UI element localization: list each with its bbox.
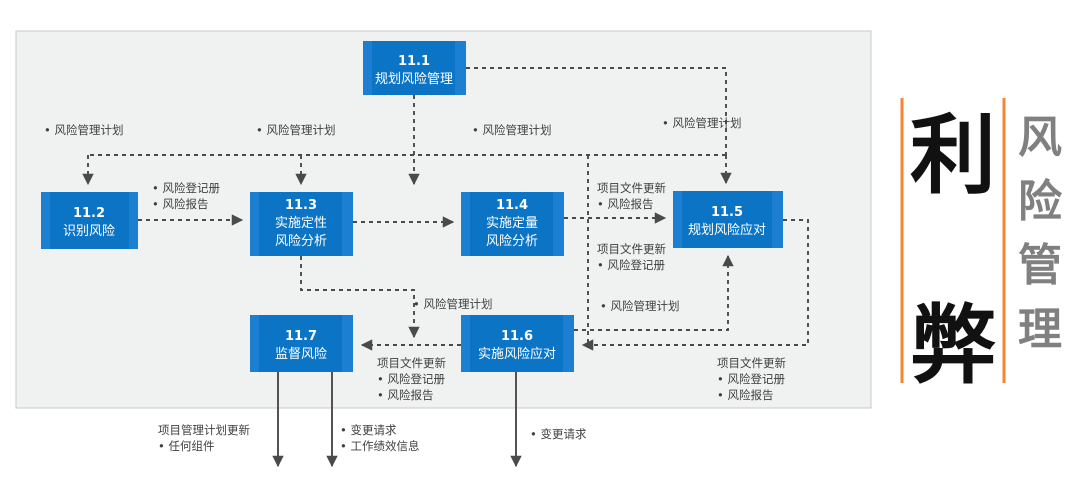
process-box-11-7[interactable]: 11.7 监督风险: [250, 315, 353, 372]
process-box-11-4[interactable]: 11.4 实施定量 风险分析: [461, 192, 564, 256]
annotation-a12-line-1: • 任何组件: [158, 439, 214, 453]
process-box-11-4-label-1: 风险分析: [486, 234, 538, 249]
annotation-a3: • 风险管理计划: [472, 123, 551, 137]
process-box-11-1-number: 11.1: [398, 54, 430, 69]
conn-p1-right-bus: [466, 67, 727, 155]
output-arrow-layer: [272, 372, 522, 468]
process-box-11-3-number: 11.3: [285, 198, 317, 213]
annotation-a13-line-0: • 变更请求: [340, 423, 397, 437]
process-box-11-1-body: [372, 41, 455, 95]
annotation-a3-line-0: • 风险管理计划: [472, 123, 551, 137]
annotation-a10: 项目文件更新 • 风险登记册 • 风险报告: [377, 356, 450, 402]
annotation-a13: • 变更请求 • 工作绩效信息: [340, 423, 419, 453]
annotation-a9-line-0: • 风险管理计划: [600, 299, 679, 313]
annotation-a5: • 风险登记册 • 风险报告: [152, 181, 224, 211]
process-box-11-3-label-0: 实施定性: [275, 216, 327, 231]
process-box-11-6[interactable]: 11.6 实施风险应对: [461, 315, 574, 372]
annotation-a1: • 风险管理计划: [44, 123, 123, 137]
annotation-a7: 项目文件更新 • 风险登记册: [597, 242, 670, 272]
title-main-char-1: 弊: [910, 296, 996, 396]
annotation-a14: • 变更请求: [530, 427, 587, 441]
annotation-a10-line-1: • 风险登记册: [377, 372, 445, 386]
process-box-11-5-number: 11.5: [711, 205, 743, 220]
process-box-11-2-body: [50, 192, 129, 249]
process-box-11-6-body: [470, 315, 563, 372]
annotation-a6: 项目文件更新 • 风险报告: [597, 181, 670, 211]
annotation-a12: 项目管理计划更新 • 任何组件: [158, 423, 254, 453]
annotation-a2-line-0: • 风险管理计划: [256, 123, 335, 137]
annotation-a8-line-0: • 风险管理计划: [413, 297, 492, 311]
annotation-a2: • 风险管理计划: [256, 123, 335, 137]
annotation-a7-line-1: • 风险登记册: [597, 258, 665, 272]
process-box-11-1-label-0: 规划风险管理: [375, 72, 453, 87]
annotation-a11: 项目文件更新 • 风险登记册 • 风险报告: [717, 356, 790, 402]
annotation-a10-line-2: • 风险报告: [377, 388, 433, 402]
annotation-a14-line-0: • 变更请求: [530, 427, 587, 441]
annotation-a10-line-0: 项目文件更新: [377, 356, 446, 370]
annotation-a12-line-0: 项目管理计划更新: [158, 423, 250, 437]
annotation-a11-line-0: 项目文件更新: [717, 356, 786, 370]
annotation-layer: • 风险管理计划 • 风险管理计划 • 风险管理计划 • 风险管理计划 • 风险…: [44, 116, 790, 453]
title-side-char-0: 风: [1018, 112, 1062, 163]
annotation-a1-line-0: • 风险管理计划: [44, 123, 123, 137]
process-box-11-5-body: [682, 191, 772, 248]
title-side-char-2: 管: [1018, 240, 1062, 291]
annotation-a13-line-1: • 工作绩效信息: [340, 439, 419, 453]
title-main-char-0: 利: [910, 106, 996, 206]
process-box-11-6-number: 11.6: [501, 329, 533, 344]
conn-p3-down: [300, 256, 420, 339]
process-box-11-4-label-0: 实施定量: [486, 216, 538, 231]
process-box-layer: 11.1 规划风险管理 11.2 识别风险 11.3 实施定性 风险分析 11.…: [41, 41, 783, 372]
process-box-11-3[interactable]: 11.3 实施定性 风险分析: [250, 192, 353, 256]
process-box-11-2-label-0: 识别风险: [63, 224, 115, 239]
process-box-11-5-label-0: 规划风险应对: [688, 222, 766, 238]
annotation-a5-line-0: • 风险登记册: [152, 181, 220, 195]
conn-p6-up-to-p5: [574, 254, 734, 331]
process-box-11-2[interactable]: 11.2 识别风险: [41, 192, 138, 249]
process-box-11-4-body: [470, 192, 553, 256]
process-box-11-2-number: 11.2: [73, 206, 105, 221]
title-panel: 利 弊 风 险 管 理: [900, 98, 1063, 396]
annotation-a8: • 风险管理计划: [413, 297, 492, 311]
process-box-11-7-body: [259, 315, 342, 372]
annotation-a5-line-1: • 风险报告: [152, 197, 208, 211]
process-box-11-7-number: 11.7: [285, 329, 317, 344]
annotation-a11-line-2: • 风险报告: [717, 388, 773, 402]
connector-layer: [82, 67, 809, 351]
annotation-a6-line-1: • 风险报告: [597, 197, 653, 211]
annotation-a11-line-1: • 风险登记册: [717, 372, 785, 386]
process-box-11-3-label-1: 风险分析: [275, 234, 327, 249]
annotation-a4: • 风险管理计划: [662, 116, 741, 130]
process-box-11-5[interactable]: 11.5 规划风险应对: [673, 191, 783, 248]
process-box-11-1[interactable]: 11.1 规划风险管理: [363, 41, 466, 95]
process-box-11-3-body: [259, 192, 342, 256]
annotation-a9: • 风险管理计划: [600, 299, 679, 313]
title-side-char-1: 险: [1018, 176, 1063, 227]
annotation-a7-line-0: 项目文件更新: [597, 242, 666, 256]
annotation-a4-line-0: • 风险管理计划: [662, 116, 741, 130]
title-side-char-3: 理: [1018, 304, 1062, 355]
process-box-11-6-label-0: 实施风险应对: [478, 346, 556, 362]
process-box-11-7-label-0: 监督风险: [275, 347, 327, 362]
annotation-a6-line-0: 项目文件更新: [597, 181, 666, 195]
process-box-11-4-number: 11.4: [496, 198, 528, 213]
